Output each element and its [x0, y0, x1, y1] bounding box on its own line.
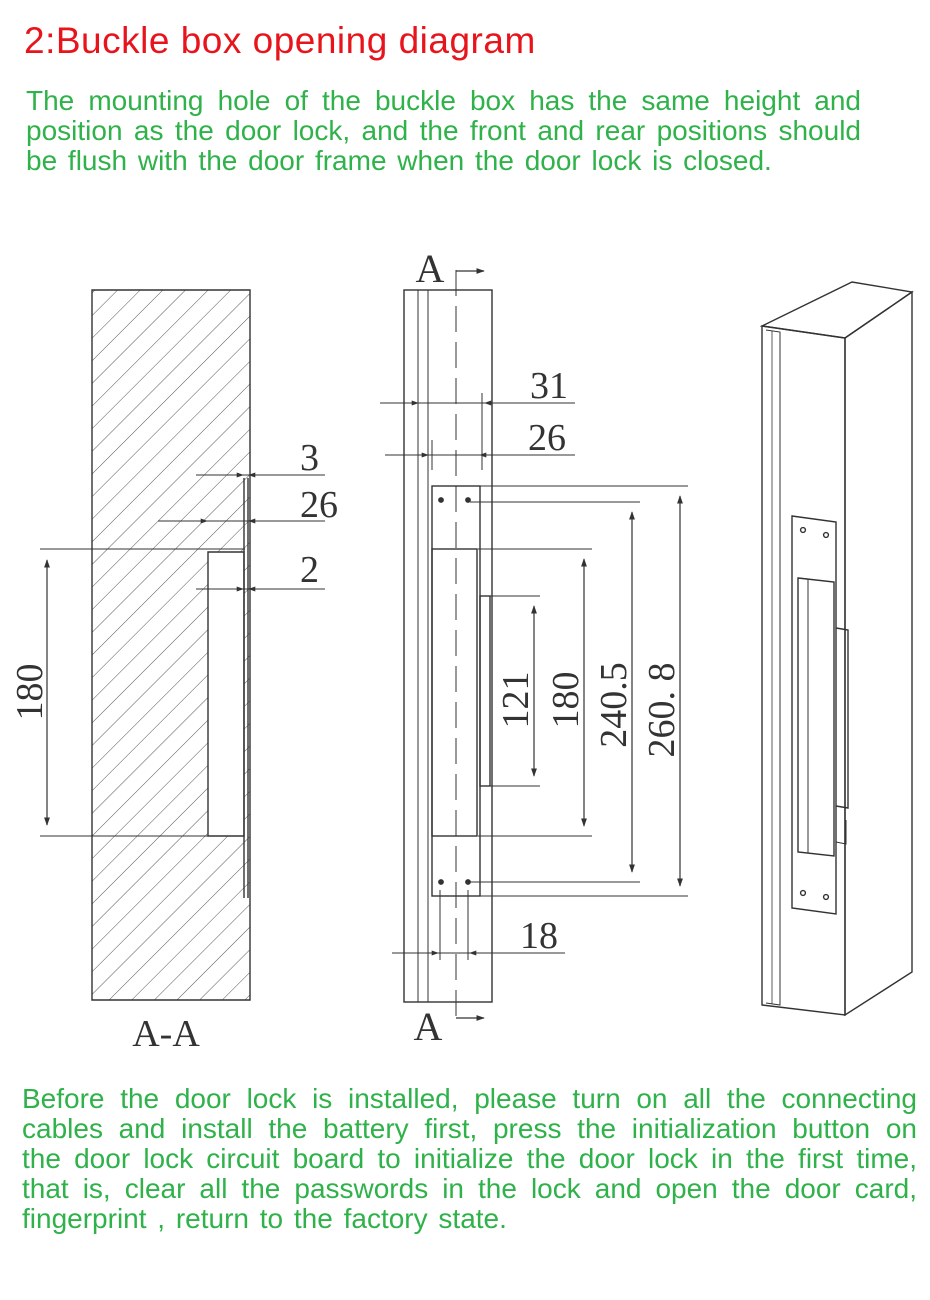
- iso-screw: [822, 531, 830, 539]
- front-view: [380, 268, 688, 1022]
- iso-screw: [799, 889, 807, 897]
- section-caption: A-A: [132, 1013, 200, 1055]
- intro-paragraph: The mounting hole of the buckle box has …: [26, 85, 861, 176]
- dim-180-left: 180: [9, 664, 51, 721]
- dim-31: 31: [530, 365, 568, 407]
- installation-note: Before the door lock is installed, pleas…: [22, 1083, 917, 1234]
- screw-hole: [438, 879, 444, 885]
- dim-26: 26: [300, 484, 338, 526]
- iso-faceplate: [791, 515, 837, 915]
- door-frame-front: [403, 289, 493, 1003]
- dim-3: 3: [300, 437, 319, 479]
- dim-121: 121: [495, 672, 537, 729]
- screw-hole: [465, 497, 471, 503]
- iso-screw: [799, 526, 807, 534]
- dim-2: 2: [300, 549, 319, 591]
- section-mark-bottom: A: [414, 1004, 443, 1049]
- dim-240-5: 240.5: [593, 662, 635, 748]
- door-frame-section: [91, 289, 251, 1001]
- latch-bolt: [479, 595, 491, 787]
- isometric-view: [759, 281, 914, 1017]
- screw-hole: [438, 497, 444, 503]
- screw-hole: [465, 879, 471, 885]
- dim-180-front: 180: [545, 672, 587, 729]
- frame-front-face: [761, 325, 846, 1016]
- frame-side-face: [844, 290, 913, 1017]
- dim-18: 18: [520, 915, 558, 957]
- section-view: [40, 289, 325, 1001]
- dim-26-front: 26: [528, 417, 566, 459]
- page-title: 2:Buckle box opening diagram: [24, 20, 536, 61]
- iso-screw: [822, 893, 830, 901]
- iso-latch-bolt: [835, 627, 849, 809]
- iso-latch-slot: [797, 577, 835, 857]
- dim-260-8: 260. 8: [641, 663, 683, 758]
- latch-slot: [431, 548, 478, 837]
- section-mark-top: A: [416, 246, 445, 291]
